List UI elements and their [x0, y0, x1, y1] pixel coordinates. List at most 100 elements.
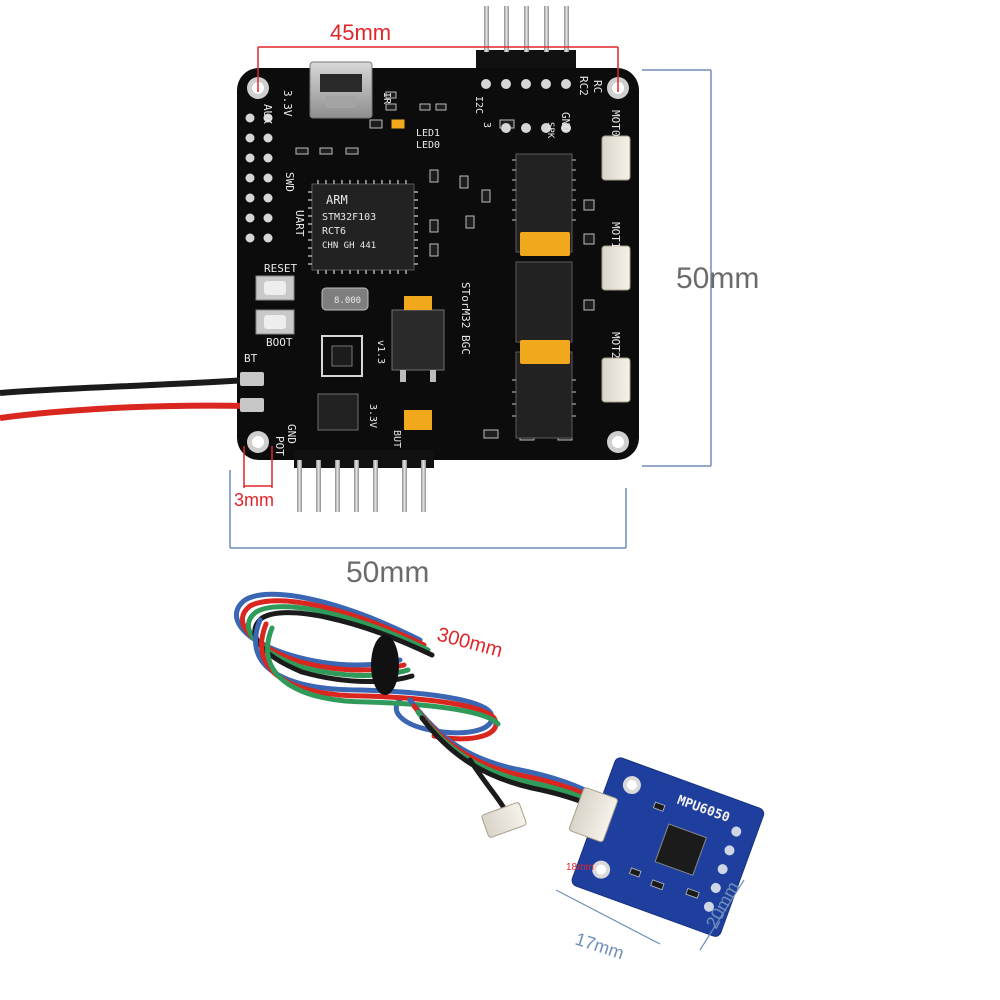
dimension-board-height: 50mm [642, 69, 759, 467]
dimension-board-width: 50mm [229, 470, 627, 589]
motor-connector [601, 357, 631, 403]
sensor-footprint [321, 335, 363, 377]
small-ic [317, 393, 359, 431]
mcu-line-2: RCT6 [322, 226, 346, 237]
header-pin [524, 6, 529, 52]
motor-connector [601, 135, 631, 181]
motor-driver-chip [515, 261, 573, 343]
label-mot0: MOT0 [609, 110, 622, 137]
label-ir: IR [381, 92, 392, 105]
mcu-brand: ARM [326, 193, 348, 207]
dimension-label-3mm: 3mm [234, 490, 274, 510]
crystal-package [321, 287, 369, 311]
solder-pad [240, 372, 264, 386]
mpu6050-board: MPU6050 [569, 757, 765, 937]
header-housing [476, 50, 576, 72]
red-wire [0, 402, 249, 421]
dimension-label-17mm: 17mm [573, 929, 627, 963]
sensor-height-dimension [699, 879, 745, 951]
regulator-pin [400, 370, 406, 382]
label-rc: RC [591, 80, 604, 93]
mcu-package [311, 183, 415, 271]
bottom-pin [335, 460, 340, 512]
bottom-pin-header [294, 450, 434, 512]
mcu-part-number: STM32F103 [322, 212, 376, 223]
crystal-label: 8.000 [334, 296, 361, 306]
wire-red [239, 598, 427, 673]
wire-blue [407, 697, 613, 808]
silkscreen-labels: AUX 3.3V SWD UART RESET BOOT BT GND POT … [244, 76, 622, 456]
bottom-pin [297, 460, 302, 512]
cable-tie [371, 635, 399, 695]
bottom-pin [316, 460, 321, 512]
left-pads [245, 113, 273, 243]
reset-button-body [255, 275, 295, 301]
mcu-chip: ARM STM32F103 RCT6 CHN GH 441 [308, 180, 418, 274]
label-led1: LED1 [416, 128, 440, 139]
mounting-hole-center [612, 436, 624, 448]
label-reset: RESET [264, 262, 297, 275]
label-num-3: 3 [481, 122, 492, 128]
wire-green [265, 625, 501, 727]
sensor-hole-center [596, 864, 607, 875]
reset-button [255, 275, 295, 301]
label-rc2: RC2 [577, 76, 590, 96]
mounting-hole-center [252, 436, 264, 448]
bottom-pin [421, 460, 426, 512]
reset-button-cap [264, 281, 286, 295]
tantalum-capacitor [520, 232, 570, 256]
wire-blue [233, 591, 423, 668]
dimension-label-cable: 300mm [435, 624, 505, 663]
sensor-chip [331, 345, 353, 367]
label-spk: SPK [545, 122, 555, 139]
label-bt: BT [244, 352, 258, 365]
label-mot2: MOT2 [609, 332, 622, 359]
solder-pad [240, 398, 264, 412]
label-led0: LED0 [416, 140, 440, 151]
mcu-line-3: CHN GH 441 [322, 241, 376, 251]
sensor-hole-center [626, 780, 637, 791]
tantalum-capacitor [520, 340, 570, 364]
tantalum-capacitor [404, 410, 432, 430]
tantalum-capacitor [404, 296, 432, 310]
usb-connector [309, 61, 373, 119]
label-3v3: 3.3V [281, 90, 294, 117]
black-wire [0, 377, 249, 396]
label-mot1: MOT1 [609, 222, 622, 249]
dimension-label-height: 50mm [676, 262, 759, 295]
label-aux: AUX [261, 104, 274, 124]
mpu6050-chip [654, 823, 708, 876]
label-gnd: GND [285, 424, 298, 444]
motor-drivers [512, 153, 576, 439]
label-gnd-rc: GND [559, 112, 572, 132]
regulator-body [391, 309, 445, 371]
regulator-pin [430, 370, 436, 382]
dimension-label-width: 50mm [346, 556, 429, 589]
sensor-connector [569, 787, 618, 843]
header-pin [544, 6, 549, 52]
dimension-label-18mm: 18mm [566, 862, 594, 873]
label-3v3-bottom: 3.3V [367, 404, 378, 428]
bottom-pin [402, 460, 407, 512]
label-but: BUT [391, 430, 402, 448]
loose-connector [481, 802, 527, 838]
header-pin [504, 6, 509, 52]
motor-connector [601, 245, 631, 291]
boot-button [255, 309, 295, 335]
sensor-cable [233, 591, 619, 823]
storm32-board: ARM STM32F103 RCT6 CHN GH 441 8.000 [237, 61, 639, 460]
dimension-hole-spacing: 45mm [257, 20, 619, 92]
smd-parts-top [295, 91, 595, 441]
jst-connector [481, 802, 527, 838]
motor-connectors [601, 135, 631, 403]
wire-green [245, 604, 431, 678]
label-i2c: I2C [473, 96, 484, 114]
battery-wires [0, 372, 264, 421]
bottom-header-housing [294, 450, 434, 468]
label-uart: UART [293, 210, 306, 237]
top-pin-header [476, 6, 576, 72]
boot-button-cap [264, 315, 286, 329]
dimension-label-45mm: 45mm [330, 20, 391, 45]
